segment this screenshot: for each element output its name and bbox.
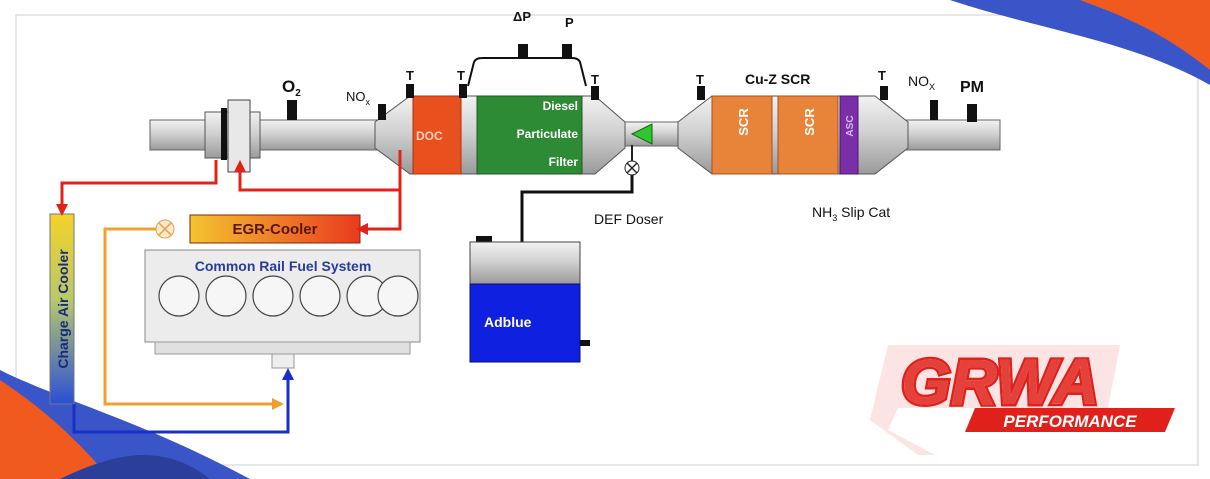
- egr-cooler-block: [189, 214, 361, 244]
- asc-block: [839, 95, 859, 175]
- adblue-tank: [469, 236, 590, 363]
- charge-air-line: [56, 160, 218, 216]
- exhaust-pipe-inlet: [149, 119, 391, 151]
- brand-logo: GRWA GRWA PERFORMANCE: [870, 344, 1175, 455]
- label-adblue: Adblue: [484, 314, 532, 330]
- egr-return-line: [103, 227, 284, 410]
- label-nox-right: NOX: [908, 73, 935, 92]
- label-scr2: SCR: [802, 108, 817, 136]
- label-t3: T: [591, 72, 599, 87]
- dp-sensor-bracket: [467, 57, 587, 87]
- doc-block: [412, 95, 462, 175]
- label-def-doser: DEF Doser: [594, 211, 664, 227]
- label-doc: DOC: [416, 129, 443, 143]
- label-egr-cooler: EGR-Cooler: [232, 221, 317, 238]
- label-p: P: [565, 15, 574, 30]
- label-cu-z-scr: Cu-Z SCR: [745, 71, 810, 87]
- def-injector-nozzle: [630, 123, 653, 145]
- label-dp: ΔP: [513, 9, 531, 24]
- label-t5: T: [878, 68, 886, 83]
- logo-sub-text: PERFORMANCE: [1003, 412, 1137, 431]
- label-dpf-line3: Filter: [549, 155, 579, 169]
- label-nh3-slip-cat: NH3 Slip Cat: [812, 204, 890, 223]
- label-o2: O2: [282, 77, 301, 99]
- engine-cylinders: [158, 275, 419, 317]
- label-scr1: SCR: [736, 108, 751, 136]
- exhaust-pipe-outlet: [904, 119, 1001, 151]
- scr2-block: [777, 95, 839, 175]
- corner-decoration-top-right: [950, 0, 1210, 85]
- label-t1: T: [406, 68, 414, 83]
- logo-main-text-fill: GRWA: [901, 346, 1099, 418]
- label-fuel-system: Common Rail Fuel System: [195, 258, 372, 274]
- label-pm: PM: [960, 79, 984, 96]
- label-asc: ASC: [845, 115, 856, 136]
- label-t2: T: [457, 68, 465, 83]
- turbo-feed-line: [234, 160, 402, 229]
- label-charge-air-cooler: Charge Air Cooler: [55, 249, 71, 369]
- turbocharger: [204, 99, 261, 173]
- label-nox-left: NOx: [346, 89, 371, 107]
- label-dpf-line2: Particulate: [517, 127, 579, 141]
- scr1-block: [711, 95, 773, 175]
- dpf-block: [476, 95, 583, 175]
- def-line: [520, 175, 634, 242]
- logo-main-text: GRWA: [901, 346, 1099, 418]
- label-dpf-line1: Diesel: [543, 99, 578, 113]
- label-t4: T: [696, 72, 704, 87]
- intake-line: [72, 368, 294, 434]
- sensor-ticks: [287, 44, 977, 122]
